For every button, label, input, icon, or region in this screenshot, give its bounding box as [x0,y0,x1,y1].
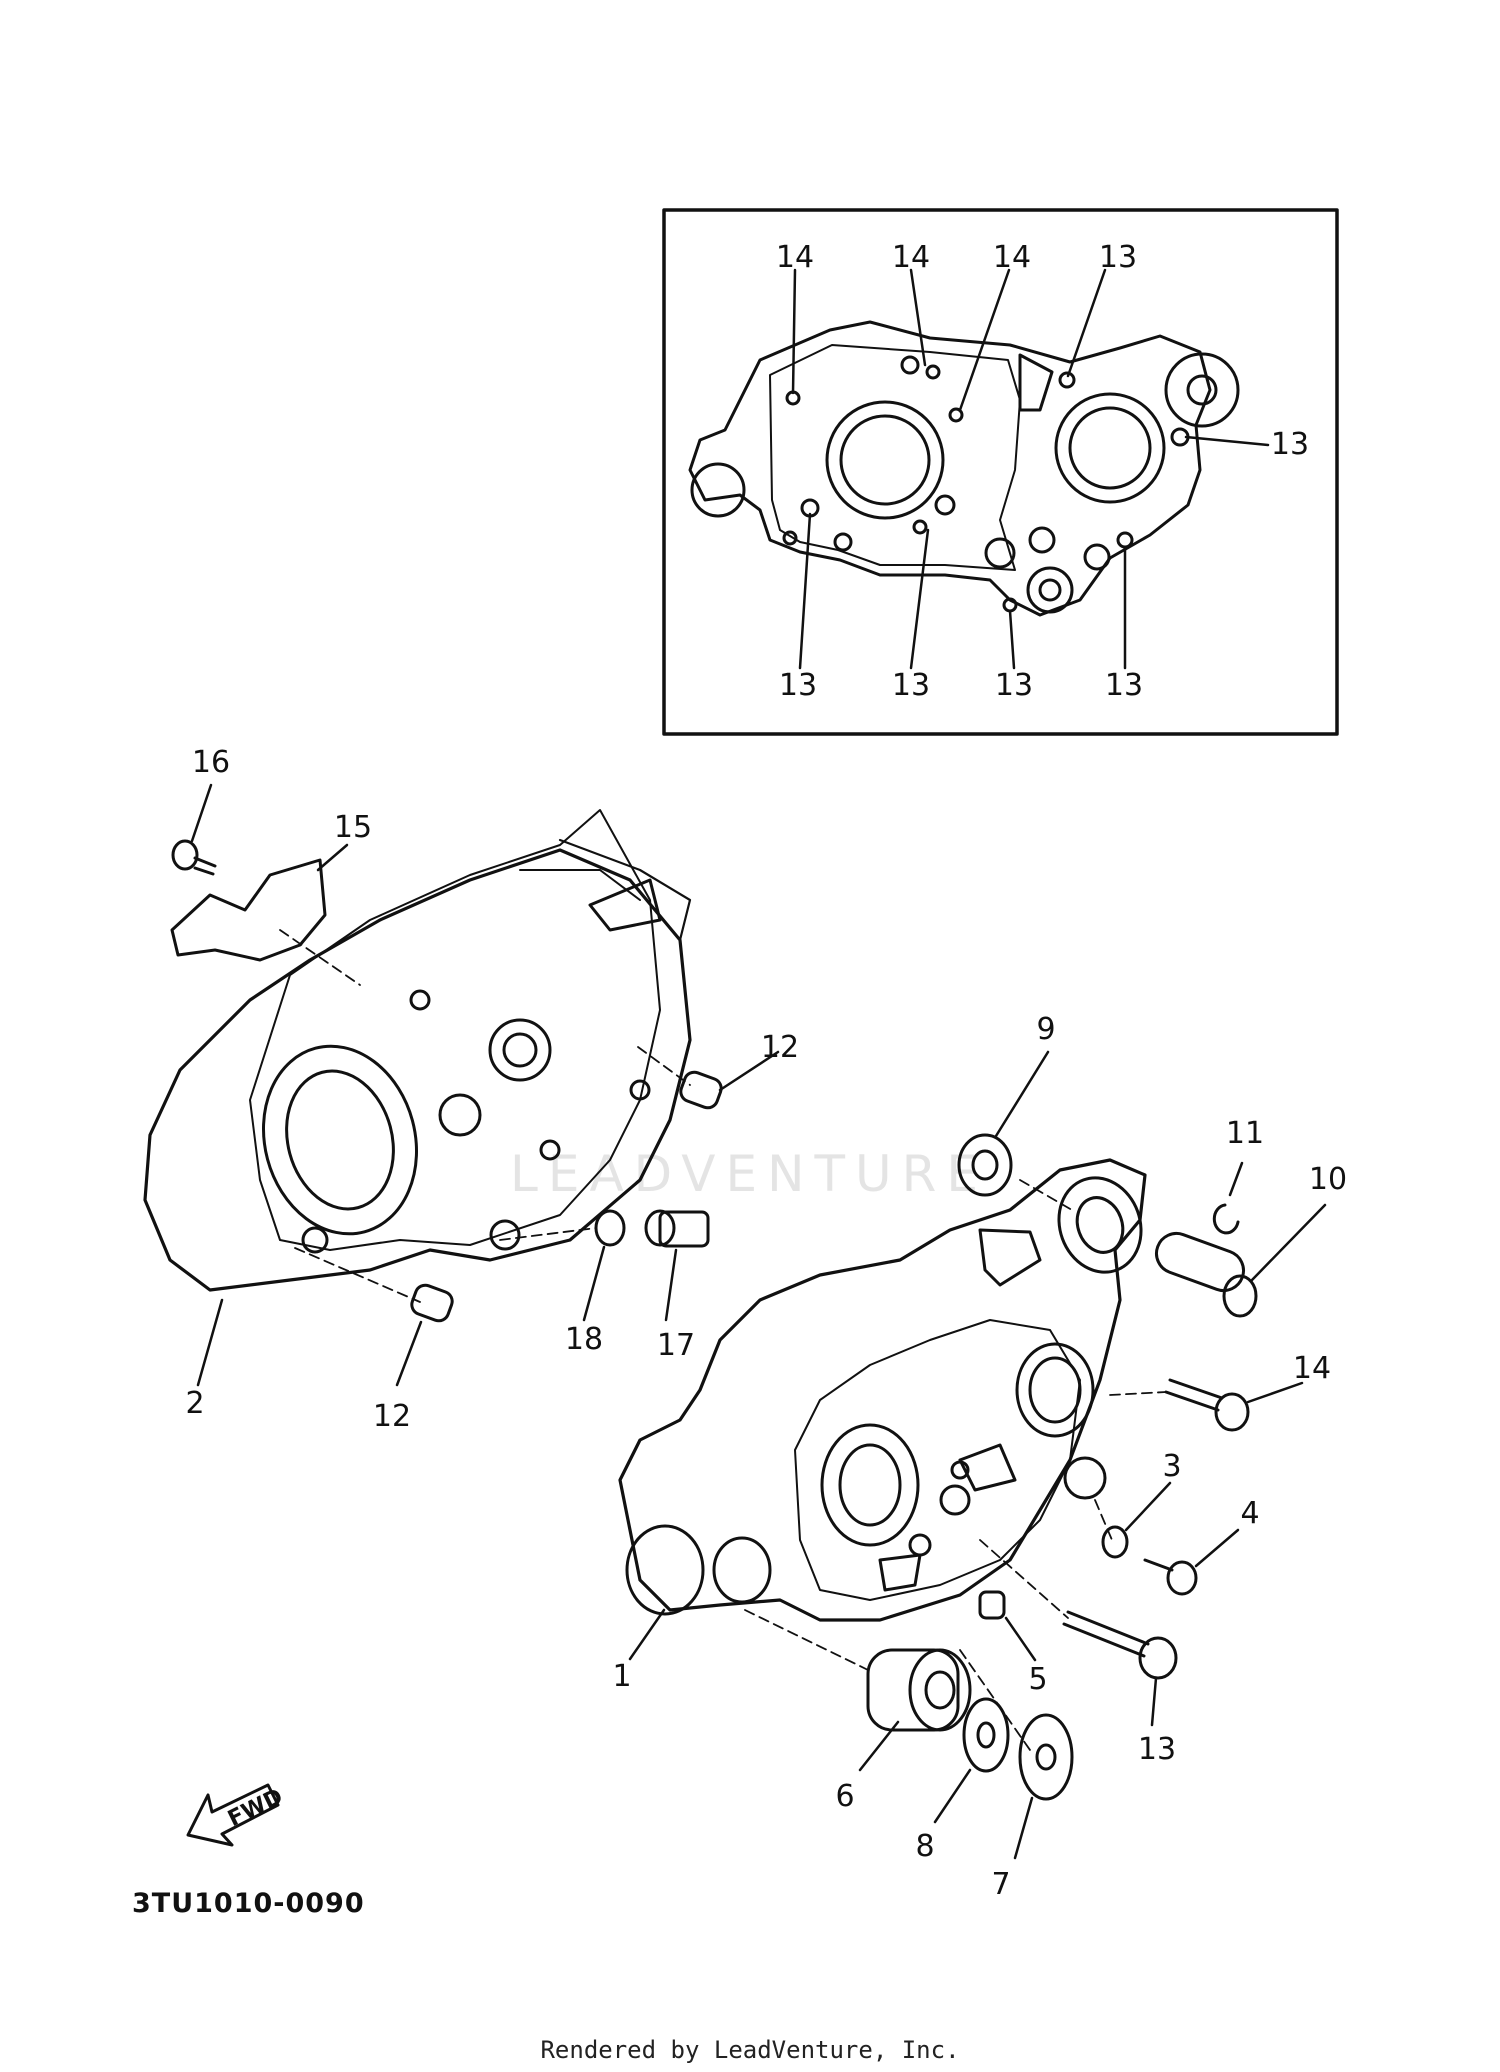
fwd-arrow-drawing [186,1783,280,1847]
bearing-6-drawing [866,1648,972,1732]
callout-14: 14 [1292,1351,1332,1386]
callout-inset-13-top: 13 [1098,240,1138,275]
callout-15: 15 [333,810,373,845]
callout-17: 17 [656,1328,696,1363]
callout-inset-13-b4: 13 [1104,668,1144,703]
callout-inset-13-b3: 13 [994,668,1034,703]
washer-3-drawing [1101,1525,1129,1559]
callout-9: 9 [1036,1012,1056,1047]
dowel-5-drawing [978,1590,1006,1620]
callout-3: 3 [1162,1449,1182,1484]
callout-inset-14-c: 14 [992,240,1032,275]
callout-16: 16 [191,745,231,780]
seal-7-drawing [1018,1713,1074,1801]
clip-11-drawing [1212,1203,1240,1235]
bearing-9-drawing [957,1133,1013,1197]
footer-rendered-by: Rendered by LeadVenture, Inc. [540,2036,960,2064]
inset-frame [662,208,1339,736]
callout-inset-14-a: 14 [775,240,815,275]
washer-8-drawing [962,1697,1010,1773]
callout-1: 1 [612,1659,632,1694]
callout-18: 18 [564,1322,604,1357]
plug-17-drawing [644,1209,710,1248]
bolt-13-drawing [1062,1610,1178,1680]
bracket-15-drawing [170,858,327,962]
washer-18-drawing [594,1209,626,1247]
callout-12-bottom: 12 [372,1399,412,1434]
inset-crankcase-drawing [688,320,1240,617]
callout-inset-13-right: 13 [1270,427,1310,462]
callout-4: 4 [1240,1496,1260,1531]
callout-2: 2 [185,1386,205,1421]
callout-7: 7 [991,1867,1011,1902]
callout-13: 13 [1137,1732,1177,1767]
right-crankcase-drawing [618,1158,1147,1622]
callout-inset-14-b: 14 [891,240,931,275]
screw-16-drawing [171,839,217,876]
callout-11: 11 [1225,1116,1265,1151]
dowel-12-upper-drawing [679,1070,723,1110]
dowel-12-lower-drawing [410,1283,454,1323]
callout-inset-13-b1: 13 [778,668,818,703]
bolt-14-drawing [1164,1378,1250,1432]
dashed-assembly-lines [279,929,1167,1751]
callout-10: 10 [1308,1162,1348,1197]
callout-8: 8 [915,1829,935,1864]
left-crankcase-drawing [143,809,692,1292]
callout-6: 6 [835,1779,855,1814]
callout-12-top: 12 [760,1030,800,1065]
bolt-4-drawing [1143,1558,1198,1596]
watermark: LEADVENTURE [510,1145,988,1203]
callout-inset-13-b2: 13 [891,668,931,703]
pin-10-drawing [1155,1231,1258,1318]
diagram-code: 3TU1010-0090 [132,1888,365,1919]
callout-5: 5 [1028,1662,1048,1697]
inset-leader-lines [791,268,1270,670]
main-leader-lines [190,783,1327,1860]
